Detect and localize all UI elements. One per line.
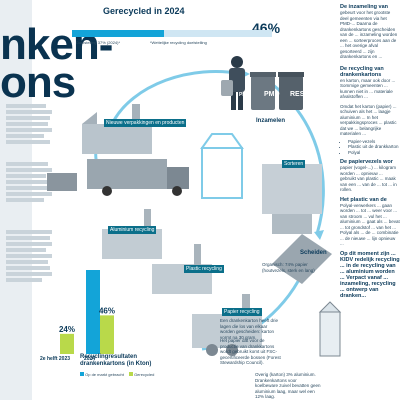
recycling-process-illustration: PMD PMD REST (47, 56, 332, 356)
rc-heading-5: Op dit moment zijn ... KIDV redelijk rec… (340, 250, 400, 299)
rc-bullet: Polyal (348, 150, 400, 156)
label-plastic-text: Plastic recycling (186, 266, 222, 272)
chart-title: Recyclingresultaten drankenkartons (in K… (80, 354, 170, 368)
label-aluminium-text: Aluminium recycling (110, 227, 155, 233)
bar-label-0: 24% (59, 325, 75, 334)
title-line-2: ons (0, 58, 76, 107)
legend-market: Op de markt gebracht (85, 372, 124, 377)
rc-bullet: Papier-vezels (348, 139, 400, 145)
bin-pmd-label: PMD (239, 92, 251, 98)
chart-title-text: Recyclingresultaten drankenkartons (80, 354, 138, 367)
person-head (231, 56, 243, 68)
recycled-title: Gerecycled in 2024 (103, 6, 185, 16)
left-body-text-2 (6, 228, 58, 284)
category-label-2: 2024 (84, 356, 96, 362)
label-sorteren: Sorteren (282, 160, 306, 168)
note-drankkarton-1: Een drankenkarton heeft drie lagen die l… (220, 318, 279, 340)
recycled-bar-fill (72, 30, 164, 37)
label-inzamelen: Inzamelen (256, 118, 286, 124)
left-body-text (6, 160, 58, 204)
label-plastic: Plastic recycling (184, 265, 224, 273)
note-overig: Overig (karton) 3% aluminium. Drankenkar… (255, 372, 321, 399)
label-papier: Papier recycling (222, 308, 262, 316)
legend-swatch-market (80, 372, 84, 376)
note-drankkarton-2: Het papier dat voor de productie van dra… (220, 338, 281, 365)
rc-heading-1: De inzameling van (340, 4, 388, 10)
recycling-results-chart: 24% 46% (59, 270, 115, 354)
label-papier-text: Papier recycling (224, 309, 260, 315)
target-label: Doelstelling 37% (2024)* (76, 40, 121, 45)
note-organisch: Organisch: 74% papier (houtvezels, sterk… (262, 262, 315, 273)
legend-swatch-recycled (128, 372, 133, 376)
truck-icon (47, 159, 189, 196)
bin-rest-label: REST (290, 91, 309, 98)
factory-paper (192, 294, 262, 356)
title-line-1: nken- (0, 20, 113, 69)
factory-plastic (152, 244, 212, 294)
rc-text-1: gebeurt voor het grootste deel gemeenten… (340, 10, 398, 59)
separator-machine (272, 234, 332, 284)
bin-pmd (251, 76, 275, 110)
label-sorteren-text: Sorteren (284, 161, 304, 167)
recycled-bar-track (72, 30, 272, 37)
drink-carton-icon (200, 133, 244, 199)
category-label-1: 2e helft 2023 (40, 356, 71, 362)
bin-pmd-big-label: PMD (264, 91, 280, 98)
bar-market-1 (86, 270, 100, 354)
paper-roll-icon (226, 344, 238, 356)
label-new-packaging: Nieuwe verpakkingen en producten (104, 119, 187, 127)
chart-unit: (in Kton) (126, 361, 152, 367)
bar-recycled-1 (100, 315, 114, 354)
bar-label-1: 46% (99, 306, 115, 315)
page-title: nken- ons (0, 20, 120, 107)
legend-recycled: Gerecycled (134, 372, 155, 377)
arrow-head-icon (314, 230, 324, 240)
rc-heading-4: Het plastic van de (340, 196, 387, 203)
right-column: De inzameling van gebeurt voor het groot… (340, 4, 400, 299)
cycle-arrow-top (110, 69, 243, 125)
rc-text-5: Polyal-verwerkers ... gaan worden ... to… (340, 202, 400, 247)
rc-bullets: Papier-vezels Plastic uit de drankkarton… (340, 139, 400, 156)
label-new-packaging-text: Nieuwe verpakkingen en producten (106, 120, 185, 126)
person-with-bins (221, 56, 304, 110)
rc-text-2: en karton, maar ook door ... Sommige gem… (340, 77, 396, 100)
bag-icon (221, 80, 233, 96)
forklift-icon (47, 173, 77, 191)
rc-text-3: Omdat het karton (papier) ... schuiven a… (340, 103, 397, 137)
target-note: *Wettelijke recycling doelstelling (150, 40, 207, 45)
paper-roll-icon (206, 344, 218, 356)
left-intro-text (6, 102, 58, 146)
sorting-machine (262, 164, 322, 234)
rc-heading-3: De papiervezels wor (340, 159, 393, 165)
carton-layers-illustration (318, 301, 342, 357)
rc-bullet: Plastic uit de drankkarton (348, 144, 400, 150)
bin-rest (279, 76, 303, 110)
factory-new-packaging (82, 104, 152, 154)
bar-recycled-0 (60, 333, 74, 354)
chart-legend: Op de markt gebracht Gerecycled (80, 372, 154, 377)
label-aluminium: Aluminium recycling (108, 226, 157, 234)
rc-heading-2: De recycling van drankenkartons (340, 65, 384, 78)
rc-text-4: papier (vogel-...) ... kilogram worden .… (340, 165, 397, 192)
factory-aluminium (102, 209, 162, 259)
label-scheiden: Scheiden (300, 250, 327, 256)
